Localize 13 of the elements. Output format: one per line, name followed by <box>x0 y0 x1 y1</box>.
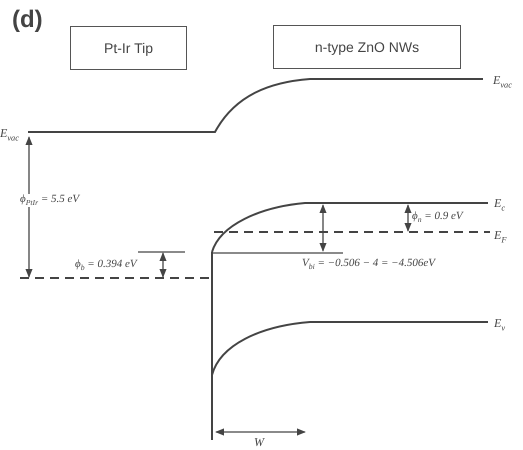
energy-level-label: E$_{vac}$ <box>0 127 19 143</box>
material-label-box: n-type ZnO NWs <box>273 25 461 69</box>
energy-level-label: E$_{F}$ <box>494 229 506 245</box>
dimension-label: ϕ$_{b}$ = 0.394 eV <box>75 259 137 272</box>
dimension-label: ϕ$_{PtIr}$ = 5.5 eV <box>20 194 80 207</box>
panel-label: (d) <box>12 8 43 32</box>
energy-level-label: E$_{v}$ <box>494 317 506 333</box>
dimension-label: ϕ$_{n}$ = 0.9 eV <box>412 211 463 224</box>
dimension-label: W <box>254 436 264 448</box>
energy-level-label: E$_{c}$ <box>494 197 506 213</box>
energy-level-label: E$_{vac}$ <box>493 74 512 90</box>
material-label-box: Pt-Ir Tip <box>70 26 187 70</box>
dimension-label: V$_{bi}$ = −0.506 − 4 = −4.506eV <box>302 258 435 271</box>
